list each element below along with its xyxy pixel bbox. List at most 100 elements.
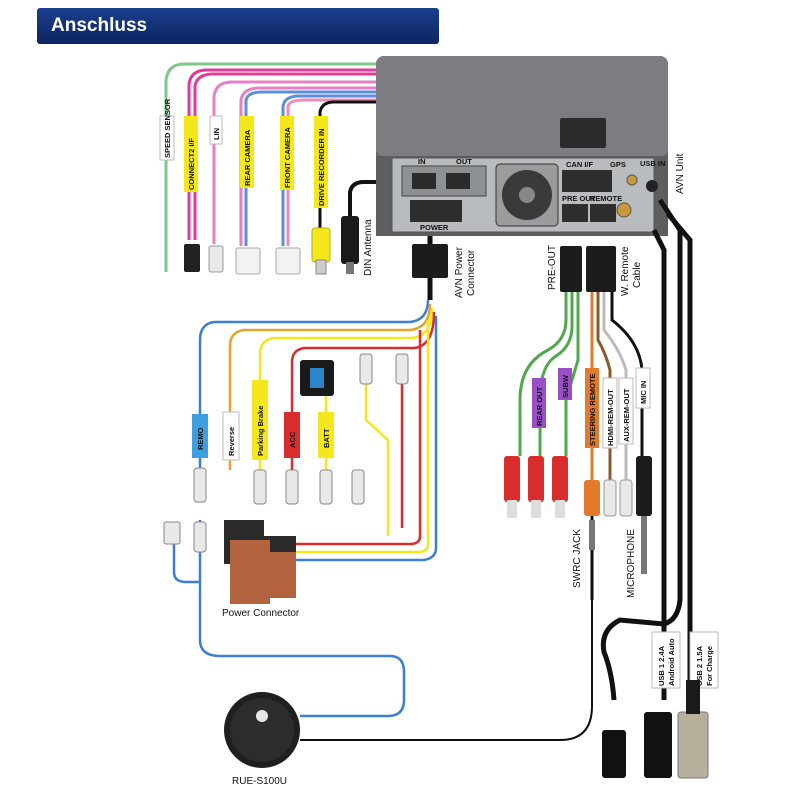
right-tags: REAR OUT SUBW STEERING REMOTE HDMI-REM-O… (532, 367, 651, 449)
drive-recorder-tag (314, 116, 328, 208)
fuse-terminal-2 (395, 353, 409, 385)
extra-terminal (351, 469, 365, 505)
usb-in-label: USB IN (640, 159, 665, 168)
rue-terminal-1 (163, 521, 181, 545)
terminals (163, 353, 409, 553)
wire-tags: REMO Reverse Parking Brake ACC BATT (192, 380, 334, 461)
page-title: Anschluss (51, 15, 148, 36)
gps-port (616, 202, 632, 218)
usb1-tag (651, 631, 681, 689)
din-antenna-label: DIN Antenna (363, 219, 374, 276)
avn-power-connector (412, 244, 448, 278)
batt-label: BATT (322, 428, 331, 448)
acc-terminal (285, 469, 299, 505)
avn-power-label-2: Connector (466, 249, 477, 296)
rear-camera-connector (235, 247, 261, 275)
drive-recorder-plug (315, 259, 327, 275)
steering-tag (585, 368, 599, 448)
subw-label: SUBW (561, 374, 570, 398)
drive-recorder-connector (311, 227, 331, 263)
connect2-tag (184, 116, 198, 192)
usb1-line2: Android Auto (667, 638, 676, 686)
usb-tags: USB 1 2.4A Android Auto USB 2 1.5A For C… (651, 631, 719, 689)
parking-brake-tag (252, 380, 268, 460)
lin-tag (209, 115, 223, 145)
rear-camera-label: REAR CAMERA (243, 129, 252, 186)
avn-unit: IN OUT POWER CAN I/F GPS PRE OUT REMOTE … (376, 56, 668, 236)
speed-sensor-label: SPEED SENSOR (163, 98, 172, 158)
top-tags: SPEED SENSOR CONNECT2 I/F LIN REAR CAMER… (159, 98, 328, 208)
rear-out-label: REAR OUT (535, 386, 544, 426)
microphone-jack (641, 516, 647, 574)
usb2-line2: For Charge (705, 646, 714, 686)
power-connector-label: Power Connector (222, 608, 300, 619)
canif-port (562, 170, 612, 192)
din-antenna-tip (346, 262, 354, 274)
front-camera-label: FRONT CAMERA (283, 127, 292, 188)
subw-tag (558, 368, 572, 400)
out-label: OUT (456, 157, 472, 166)
remote-port-label: REMOTE (590, 194, 622, 203)
power-port (410, 200, 462, 222)
rue-terminal-2 (193, 521, 207, 553)
speed-sensor-tag (159, 115, 175, 161)
title-bar: Anschluss (37, 8, 439, 44)
remo-terminal (193, 467, 207, 503)
usb1-line1: USB 1 2.4A (657, 645, 666, 686)
steering-label: STEERING REMOTE (588, 373, 597, 446)
din-antenna-plug (341, 216, 359, 264)
rear-camera-tag (240, 116, 254, 188)
usb2-tag (689, 631, 719, 689)
usb-in-port (646, 180, 658, 192)
avn-unit-label: AVN Unit (675, 153, 686, 194)
swrc-jack-label: SWRC JACK (572, 529, 583, 588)
rca-plugs (504, 456, 652, 518)
fuse-terminal-1 (359, 353, 373, 385)
top-connectors (184, 216, 359, 275)
parking-terminal (253, 469, 267, 505)
remo-label: REMO (196, 427, 205, 450)
lin-label: LIN (212, 128, 221, 140)
connect2-label: CONNECT2 I/F (187, 137, 196, 190)
acc-label: ACC (288, 431, 297, 448)
in-label: IN (418, 157, 426, 166)
lin-connector (208, 245, 224, 273)
parking-brake-label: Parking Brake (256, 406, 265, 456)
mic-in-tag (635, 367, 651, 409)
aux-rem-tag (618, 377, 634, 445)
rue-label: RUE-S100U (232, 776, 287, 787)
rue-s100u-knob (224, 692, 300, 768)
usb-plugs (602, 680, 709, 779)
preout-port (562, 204, 588, 222)
w-remote-label-2: Cable (632, 261, 643, 288)
batt-terminal (319, 469, 333, 505)
batt-tag (318, 412, 334, 458)
canif-label: CAN I/F (566, 160, 594, 169)
preout-port-label: PRE OUT (562, 194, 596, 203)
swrc-jack (589, 520, 595, 550)
avn-power-label-1: AVN Power (454, 246, 465, 298)
remote-port (590, 204, 616, 222)
acc-tag (284, 412, 300, 458)
preout-connectors (560, 246, 616, 292)
microphone-label: MICROPHONE (626, 529, 637, 598)
reverse-label: Reverse (227, 427, 236, 456)
power-harness (172, 236, 438, 718)
connect2-connector (184, 244, 200, 272)
drive-recorder-label: DRIVE RECORDER IN (317, 128, 326, 206)
rear-out-tag (532, 378, 546, 428)
aux-rem-label: AUX-REM-OUT (622, 388, 631, 442)
mic-in-label: MIC IN (639, 381, 648, 404)
front-camera-connector (275, 247, 301, 275)
front-camera-tag (280, 116, 294, 190)
usb2-line1: USB 2 1.5A (695, 645, 704, 686)
w-remote-label-1: W. Remote (620, 246, 631, 296)
reverse-tag (222, 411, 240, 461)
fuse (310, 368, 324, 388)
hdmi-rem-tag (602, 377, 618, 449)
power-connector (224, 520, 296, 604)
pre-out-label: PRE-OUT (547, 245, 558, 290)
usb-cables (600, 198, 693, 701)
rue-cable (300, 560, 593, 741)
